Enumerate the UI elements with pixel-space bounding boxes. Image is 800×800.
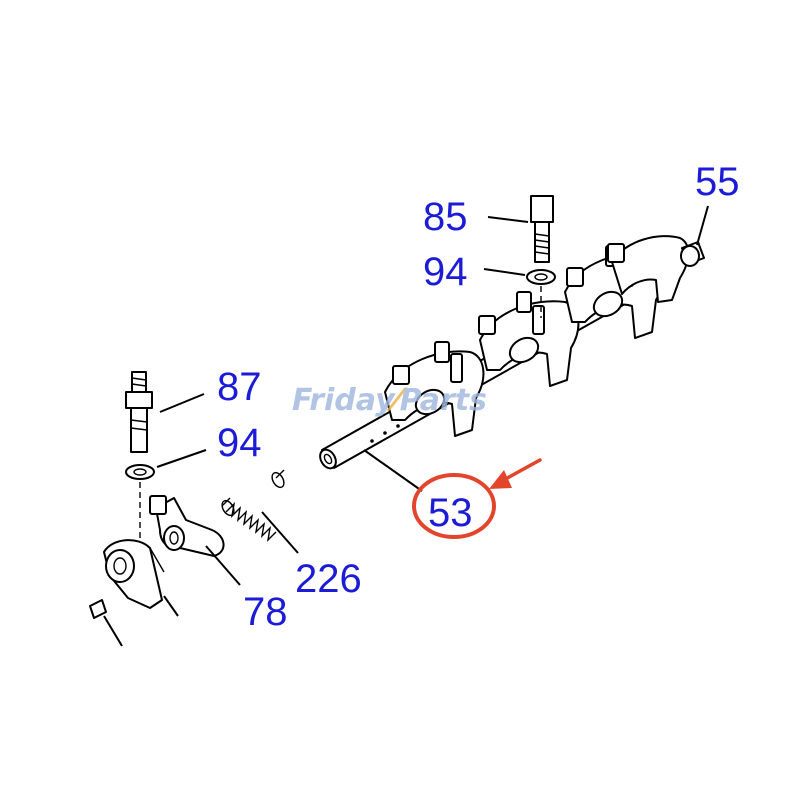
washer-left bbox=[125, 449, 207, 540]
shaft-bracket bbox=[89, 539, 179, 647]
washer-top bbox=[483, 268, 556, 318]
plug-part bbox=[680, 205, 709, 267]
label-part-55: 55 bbox=[695, 160, 740, 204]
label-part-78: 78 bbox=[243, 590, 288, 634]
highlight-arrow bbox=[489, 458, 542, 489]
bolt-top bbox=[487, 195, 554, 263]
label-part-226: 226 bbox=[295, 557, 362, 601]
spring-part bbox=[221, 469, 299, 554]
highlight-circle bbox=[412, 473, 496, 539]
label-part-85: 85 bbox=[423, 195, 468, 239]
label-part-94-top: 94 bbox=[423, 250, 468, 294]
stud-left bbox=[125, 371, 205, 453]
rocker-arm-1 bbox=[384, 341, 485, 437]
label-part-87: 87 bbox=[217, 365, 262, 409]
label-part-53: 53 bbox=[428, 491, 473, 535]
leader-53 bbox=[363, 449, 423, 492]
rocker-arm-left bbox=[149, 495, 241, 586]
rocker-arm-2 bbox=[478, 291, 580, 387]
watermark: Friday⁄Parts bbox=[292, 383, 487, 418]
label-part-94-left: 94 bbox=[217, 421, 262, 465]
